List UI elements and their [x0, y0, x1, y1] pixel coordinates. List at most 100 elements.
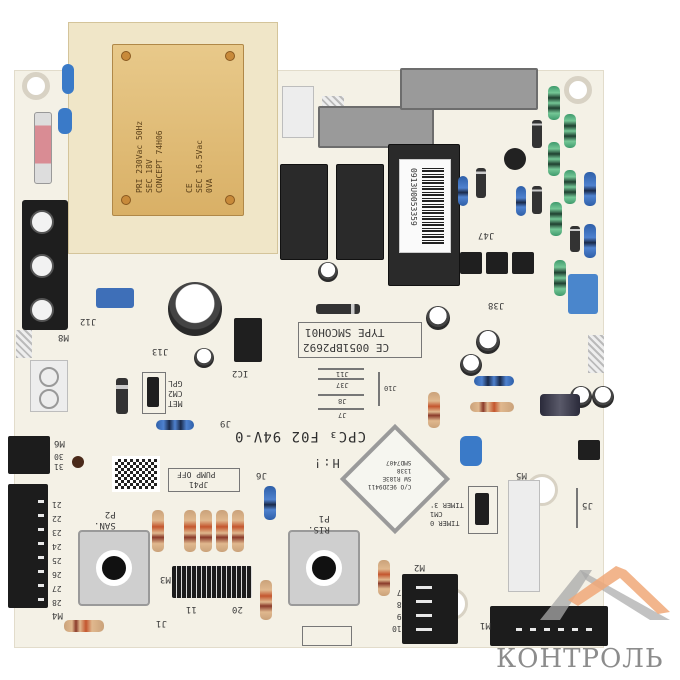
pin-27: 27 — [52, 584, 62, 593]
optocoupler — [512, 252, 534, 274]
resistor — [232, 510, 244, 552]
label-j47: J47 — [478, 230, 495, 240]
connector-top-right[interactable] — [400, 68, 538, 110]
diode — [532, 120, 542, 148]
pin — [38, 528, 44, 531]
terminal-screw-icon[interactable] — [39, 389, 59, 409]
pin-30: 30 — [54, 452, 64, 461]
label-timer-0: TIMER 0 — [430, 519, 460, 527]
label-j8: J8 — [338, 397, 347, 405]
potentiometer-p2[interactable] — [78, 530, 150, 606]
resistor — [152, 510, 164, 552]
pin-28: 28 — [52, 598, 62, 607]
connector-m2[interactable] — [402, 574, 458, 644]
transformer-text: SEC 16.5Vac — [195, 140, 204, 193]
pin-25: 25 — [52, 556, 62, 565]
resistor — [458, 176, 468, 206]
power-terminal-block[interactable] — [22, 200, 68, 330]
connector-top-middle[interactable] — [318, 106, 434, 148]
electrolytic-capacitor — [426, 306, 450, 330]
label-jx: J37 — [336, 381, 349, 389]
ce-text: CE 0051BP2692 — [303, 341, 390, 354]
p1-labels: RIS. P1 — [308, 512, 330, 534]
watermark-roof-logo-icon — [540, 566, 670, 620]
terminal-screw-icon[interactable] — [30, 298, 54, 322]
cm2-labels: MET CM2 GPL — [168, 378, 182, 408]
bridge-rectifier — [578, 440, 600, 460]
pin — [572, 628, 578, 631]
resistor — [156, 420, 194, 430]
label-san: SAN. — [94, 520, 116, 530]
connector-m4[interactable] — [8, 484, 48, 608]
cm2-jumper[interactable] — [147, 377, 159, 407]
pot-adjust-icon[interactable] — [306, 550, 342, 586]
resistor — [548, 142, 560, 176]
resistor — [260, 580, 272, 620]
transistor — [504, 148, 526, 170]
terminal-screw-icon[interactable] — [30, 254, 54, 278]
transformer-text: CONCEPT 74H06 — [155, 130, 164, 193]
pin — [586, 628, 592, 631]
optocoupler — [486, 252, 508, 274]
label-ris: RIS. — [308, 524, 330, 534]
jumper-wire — [576, 488, 578, 528]
optocoupler — [460, 252, 482, 274]
barcode — [422, 168, 444, 244]
label-m2: M2 — [414, 562, 425, 572]
terminal-screw-icon[interactable] — [30, 210, 54, 234]
film-capacitor — [96, 288, 134, 308]
relay-2 — [336, 164, 384, 260]
label-j1: J1 — [156, 618, 167, 628]
connector-top-left[interactable] — [282, 86, 314, 138]
pin — [416, 628, 432, 631]
resistor — [64, 620, 104, 632]
resistor — [474, 376, 514, 386]
transformer-text: 0VA — [205, 178, 214, 193]
blue-film-capacitor — [568, 274, 598, 314]
material-rating-text: CPC₃ F02 94V-0 — [234, 428, 367, 444]
electrolytic-capacitor — [476, 330, 500, 354]
label-j7: J7 — [338, 411, 347, 419]
pin-20: 20 — [232, 604, 243, 614]
resistor — [548, 86, 560, 120]
terminal-small[interactable] — [30, 360, 68, 412]
transformer-label-left: PRI 230Vac 50Hz SEC 18V CONCEPT 74H06 — [135, 67, 165, 193]
label-j10: J10 — [384, 384, 397, 392]
electrolytic-capacitor — [592, 386, 614, 408]
diode — [532, 186, 542, 214]
hatched-pad — [588, 335, 604, 373]
pin-31: 31 — [54, 462, 64, 471]
electrolytic-capacitor — [318, 262, 338, 282]
pin — [38, 584, 44, 587]
pin — [38, 556, 44, 559]
pin — [38, 500, 44, 503]
timer-jumper[interactable] — [475, 493, 489, 525]
chip-text: SMD7407 — [386, 459, 412, 466]
chip-text: C/O 9E2D9411 — [368, 483, 412, 490]
pin — [416, 600, 432, 603]
label-met: MET — [168, 399, 183, 408]
pin-10: 10 — [392, 624, 402, 633]
label-ic2: IC2 — [232, 368, 249, 378]
terminal-screw-icon[interactable] — [39, 367, 59, 387]
barcode-text: 0913U0053359 — [409, 168, 418, 226]
label-j5: J5 — [582, 500, 593, 510]
connector-m6[interactable] — [8, 436, 50, 474]
connector-m3[interactable] — [172, 566, 252, 598]
connector-m5[interactable] — [508, 480, 540, 592]
transformer-text: PRI 230Vac 50Hz — [135, 120, 144, 193]
y-capacitor — [62, 64, 74, 94]
diode — [316, 304, 360, 314]
pin — [416, 586, 432, 589]
pin-22: 22 — [52, 514, 62, 523]
pot-adjust-icon[interactable] — [96, 550, 132, 586]
pin-24: 24 — [52, 542, 62, 551]
qr-code — [112, 456, 160, 492]
potentiometer-p1[interactable] — [288, 530, 360, 606]
jumper-wire — [318, 408, 364, 410]
chip-text: SW R183E — [382, 475, 412, 482]
resistor — [200, 510, 212, 552]
pin-26: 26 — [52, 570, 62, 579]
jumper-wire — [378, 372, 380, 406]
m2-pins: 10 9 8 7 — [392, 586, 402, 634]
